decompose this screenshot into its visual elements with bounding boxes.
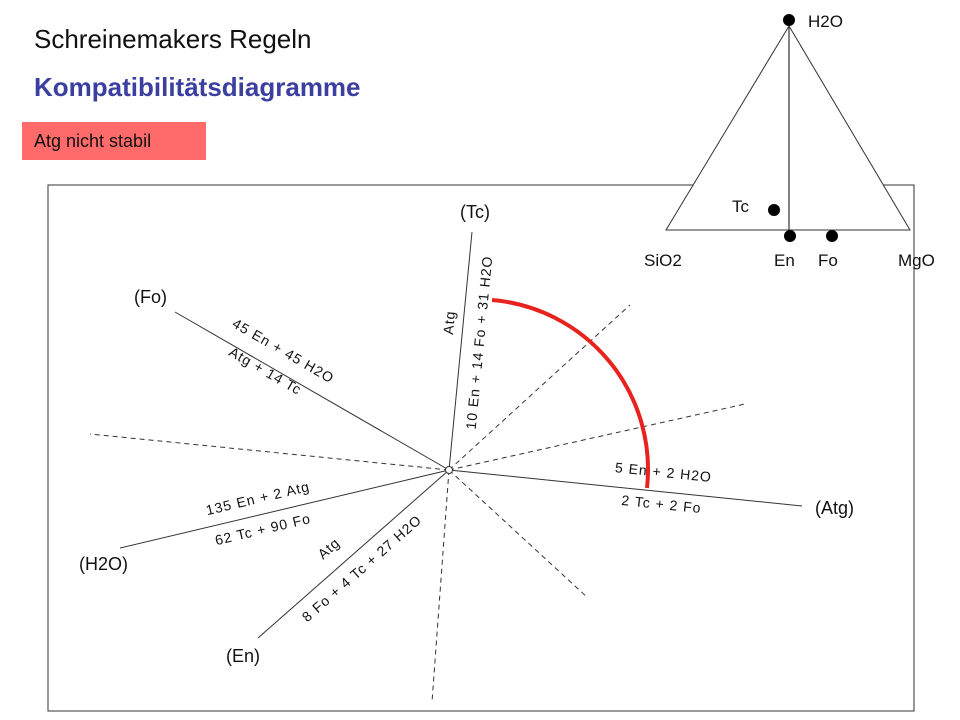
fo-reaction-label: (Fo) xyxy=(134,287,167,307)
h2o-apex-label: H2O xyxy=(808,12,843,31)
atg-reaction-label: (Atg) xyxy=(815,498,854,518)
h2o-reaction-side-b: 62 Tc + 90 Fo xyxy=(213,510,312,548)
reaction-line-tc xyxy=(448,231,473,471)
dashed-extension-4 xyxy=(448,469,589,599)
fo-point xyxy=(826,230,838,242)
tc-reaction-side-a: Atg xyxy=(440,310,458,335)
en-reaction-side-a: Atg xyxy=(314,534,343,562)
compatibility-triangle: H2O SiO2 MgO Tc En Fo xyxy=(644,12,935,270)
reaction-line-fo xyxy=(174,311,450,471)
page-title: Schreinemakers Regeln xyxy=(34,24,312,54)
dashed-extension-2 xyxy=(448,403,746,471)
atg-reaction-side-a: 5 En + 2 H2O xyxy=(614,459,712,485)
tc-point xyxy=(768,204,780,216)
en-point xyxy=(784,230,796,242)
reaction-line-atg xyxy=(448,469,803,507)
h2o-point xyxy=(783,14,795,26)
en-phase-label: En xyxy=(774,251,795,270)
stability-field-arc xyxy=(491,298,651,489)
mgo-apex-label: MgO xyxy=(898,251,935,270)
tc-phase-label: Tc xyxy=(732,197,750,216)
status-badge: Atg nicht stabil xyxy=(22,122,206,160)
metastable-extensions xyxy=(89,304,746,703)
diagram-frame xyxy=(47,184,915,712)
reaction-line-en xyxy=(257,469,450,639)
h2o-reaction-label: (H2O) xyxy=(79,554,128,574)
dashed-extension-3 xyxy=(448,304,631,471)
fo-phase-label: Fo xyxy=(818,251,838,270)
dashed-extension-5 xyxy=(431,469,450,703)
dashed-extension-1 xyxy=(89,433,450,471)
atg-reaction-side-b: 2 Tc + 2 Fo xyxy=(621,492,703,516)
triangle-outline xyxy=(665,25,911,231)
invariant-point xyxy=(445,466,453,474)
en-reaction-label: (En) xyxy=(226,646,260,666)
h2o-reaction-side-a: 135 En + 2 Atg xyxy=(204,478,311,518)
en-reaction-side-b: 8 Fo + 4 Tc + 27 H2O xyxy=(299,512,425,625)
page-subtitle: Kompatibilitätsdiagramme xyxy=(34,72,361,102)
reaction-lines xyxy=(119,231,803,639)
tc-reaction-label: (Tc) xyxy=(460,202,490,222)
sio2-apex-label: SiO2 xyxy=(644,251,682,270)
reaction-line-h2o xyxy=(119,469,450,549)
